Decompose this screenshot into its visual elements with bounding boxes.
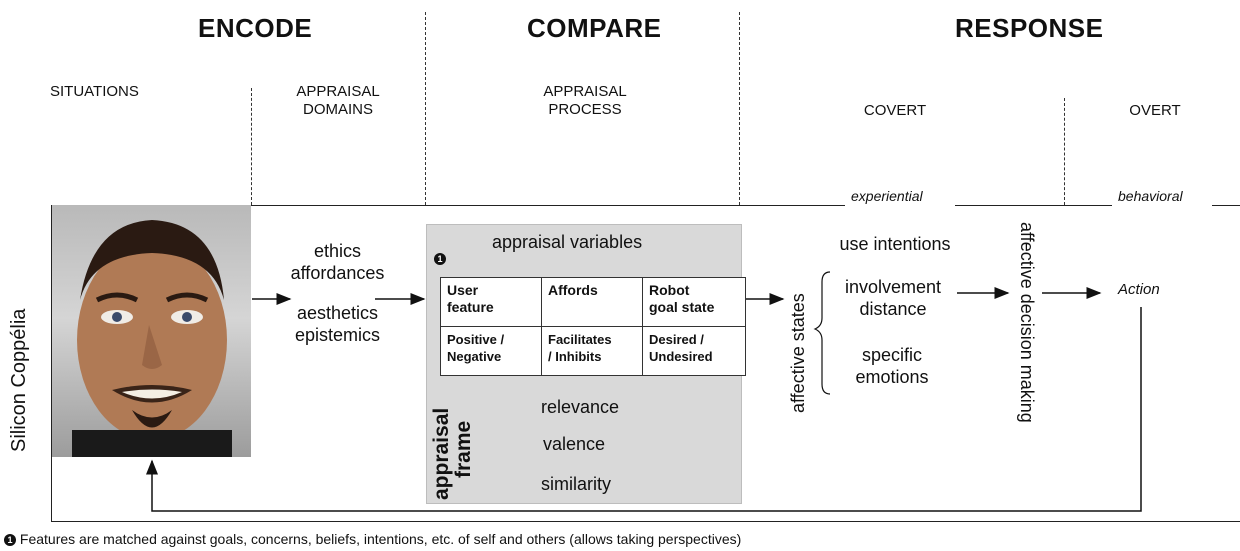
footnote-marker-icon: 1 (434, 253, 446, 265)
cell-desired-line1: Desired / (649, 332, 704, 347)
cell-facilitates-inhibits: Facilitates / Inhibits (541, 326, 643, 376)
specific-emotions-label: specific emotions (832, 344, 952, 388)
appraisal-frame-label: appraisal frame (430, 407, 475, 500)
experiential-label: experiential (851, 188, 923, 204)
cell-desired-undesired: Desired / Undesired (642, 326, 746, 376)
domain-aesthetics: aesthetics (296, 303, 379, 323)
avatar-face-svg (72, 220, 232, 457)
experiential-label-bg (845, 186, 955, 210)
avatar-face-image (52, 205, 251, 457)
table-header-user-feature: User feature (440, 277, 542, 327)
appraisal-variables-title: appraisal variables (492, 232, 643, 252)
emotions-line: emotions (855, 367, 929, 387)
header-affords-line1: Affords (548, 282, 598, 298)
behavioral-label: behavioral (1118, 188, 1183, 204)
curly-brace (813, 271, 831, 395)
column-appraisal-domains-line1: APPRAISAL (296, 83, 380, 100)
use-intentions-label: use intentions (839, 234, 951, 254)
distance-line: distance (859, 299, 927, 319)
frame-item-similarity: similarity (541, 474, 611, 494)
phase-encode-heading: ENCODE (198, 13, 313, 43)
domain-ethics: ethics (313, 241, 362, 261)
affective-decision-label: affective decision making (1017, 222, 1037, 423)
feedback-loop-arrow (146, 307, 1142, 512)
cell-positive-line2: Negative (447, 349, 502, 364)
phase-compare-heading: COMPARE (527, 13, 662, 43)
table-row: Positive / Negative Facilitates / Inhibi… (440, 326, 746, 376)
cell-desired-line2: Undesired (649, 349, 713, 364)
affective-states-label: affective states (788, 293, 808, 413)
involvement-distance-label: involvement distance (830, 276, 956, 320)
column-appraisal-domains: APPRAISAL DOMAINS (278, 83, 398, 119)
domain-affordances: affordances (290, 263, 385, 283)
left-frame-line (51, 205, 52, 522)
separator-compare-response (739, 12, 740, 205)
cell-positive-negative: Positive / Negative (440, 326, 542, 376)
table-header-row: User feature Affords Robot goal state (440, 277, 746, 327)
separator-situations-domains (251, 88, 252, 205)
behavioral-label-bg (1112, 186, 1212, 210)
table-header-affords: Affords (541, 277, 643, 327)
appraisal-frame-line1: appraisal (430, 407, 453, 500)
column-appraisal-process-line1: APPRAISAL (543, 83, 627, 100)
specific-line: specific (861, 345, 923, 365)
appraisal-variables-table: User feature Affords Robot goal state Po… (440, 277, 746, 376)
column-overt: OVERT (1129, 102, 1181, 119)
involvement-line: involvement (844, 277, 942, 297)
cell-facilitates-line2: / Inhibits (548, 349, 602, 364)
appraisal-frame-line2: frame (452, 420, 475, 478)
header-robot-line2: goal state (649, 299, 715, 315)
column-situations: SITUATIONS (50, 83, 139, 100)
top-rule (251, 205, 1240, 206)
phase-response-heading: RESPONSE (955, 13, 1104, 43)
header-user-line2: feature (447, 299, 494, 315)
table-header-robot-goal: Robot goal state (642, 277, 746, 327)
footnote: 1 Features are matched against goals, co… (4, 531, 741, 547)
header-user-line1: User (447, 282, 479, 298)
column-appraisal-process: APPRAISAL PROCESS (525, 83, 645, 119)
cell-positive-line1: Positive / (447, 332, 505, 347)
frame-item-relevance: relevance (540, 397, 620, 417)
frame-item-valence: valence (542, 434, 606, 454)
separator-encode-compare (425, 12, 426, 205)
column-covert: COVERT (863, 102, 927, 119)
column-appraisal-domains-line2: DOMAINS (302, 101, 373, 118)
header-robot-line1: Robot (649, 282, 690, 298)
cell-facilitates-line1: Facilitates (548, 332, 612, 347)
separator-covert-overt (1064, 98, 1065, 205)
domain-epistemics: epistemics (294, 325, 381, 345)
action-label: Action (1118, 281, 1160, 298)
column-appraisal-process-line2: PROCESS (548, 101, 622, 118)
bottom-rule (51, 521, 1240, 522)
appraisal-domains-list: ethics affordances aesthetics epistemics (270, 240, 405, 346)
footnote-marker-icon: 1 (4, 534, 16, 547)
footnote-text: Features are matched against goals, conc… (19, 531, 742, 547)
